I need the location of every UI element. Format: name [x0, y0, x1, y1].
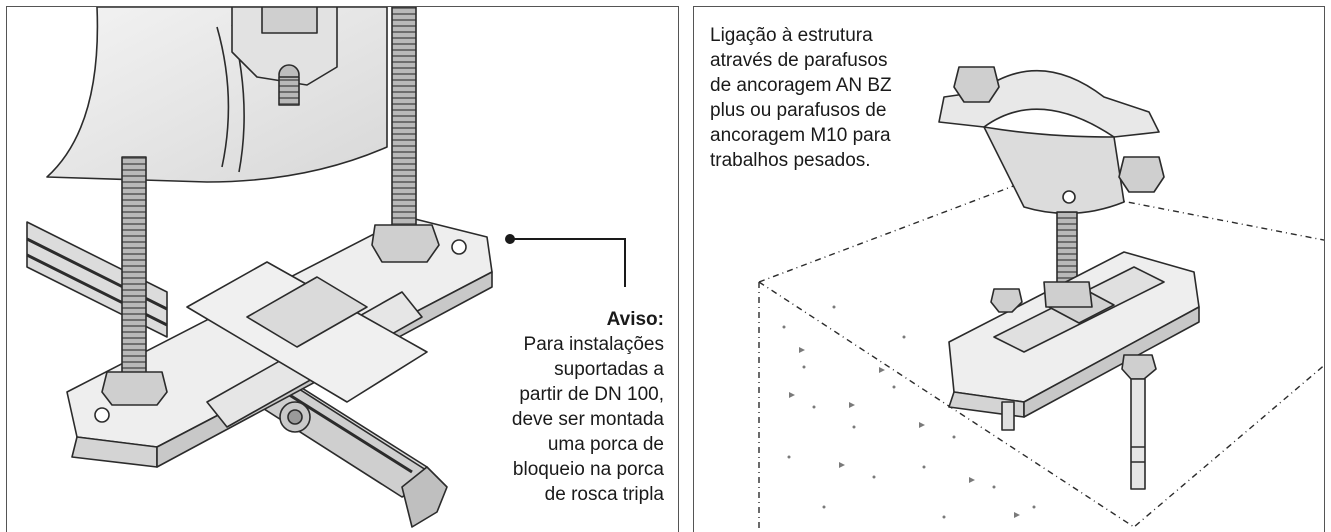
concrete-block [758, 181, 1324, 532]
concrete-anchor-illustration [758, 66, 1324, 532]
threaded-rod-right [391, 7, 417, 233]
concrete-texture [782, 305, 1036, 519]
callout-leader [505, 234, 626, 287]
threaded-rod-left [121, 156, 147, 378]
warning-title: Aviso: [606, 309, 664, 330]
anchor-bolt-right [1130, 378, 1146, 490]
warning-body: Para instalações suportadas a partir de … [511, 334, 664, 505]
connection-caption: Ligação à estrutura através de parafusos… [710, 25, 892, 171]
warning-note: Aviso: Para instalações suportadas a par… [454, 307, 664, 507]
pipe-support-illustration [26, 7, 626, 528]
anchor-bolt-left [1001, 401, 1015, 431]
right-panel: Ligação à estrutura através de parafusos… [693, 6, 1325, 532]
left-panel: Aviso: Para instalações suportadas a par… [6, 6, 679, 532]
